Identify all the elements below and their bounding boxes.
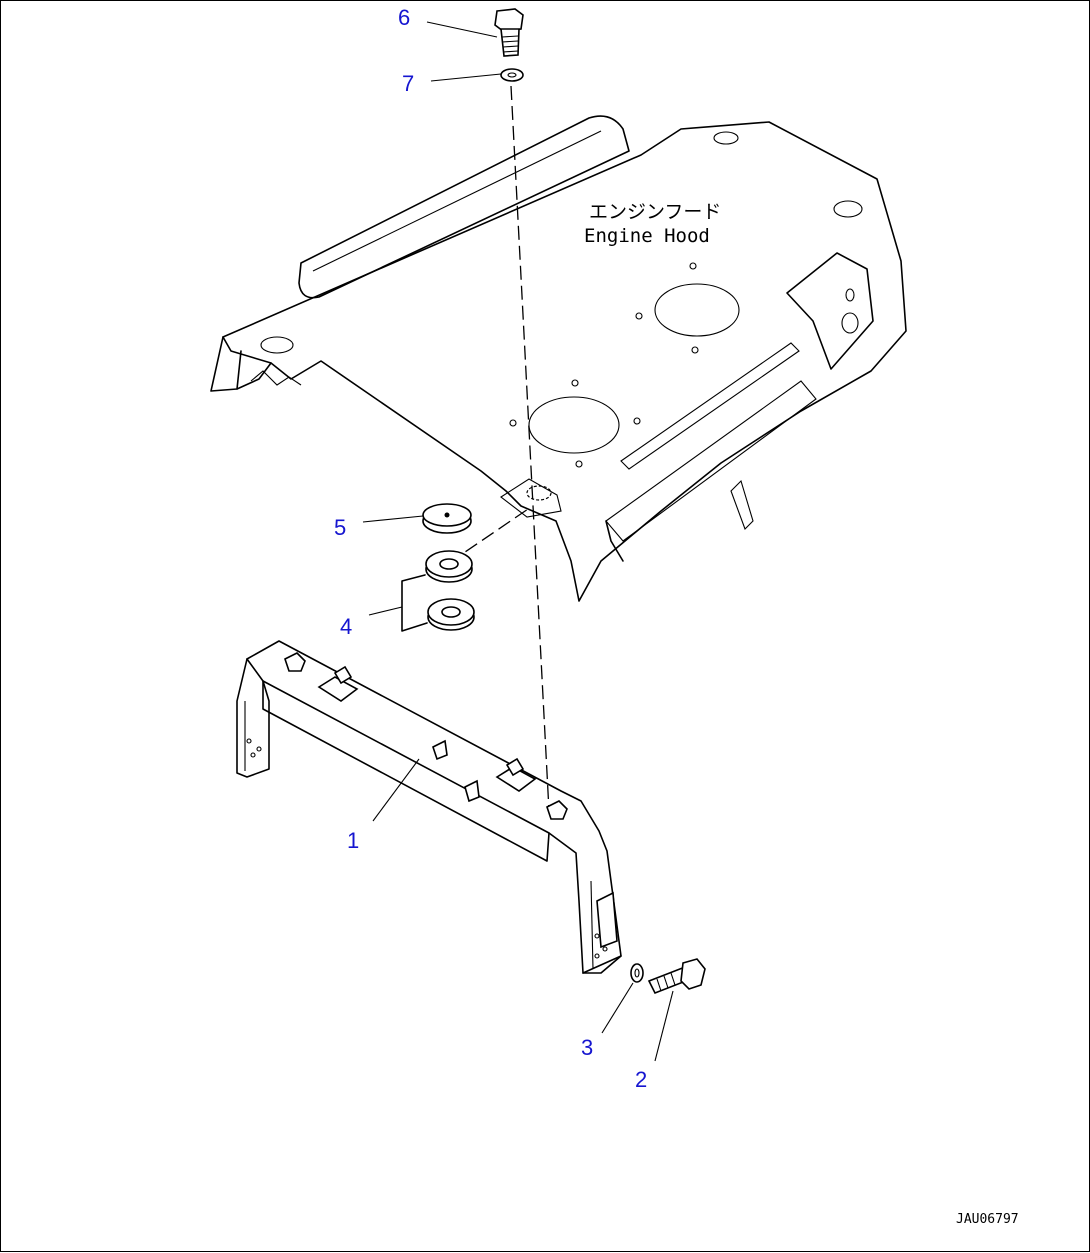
bolt-bottom-part — [647, 958, 706, 995]
callout-5: 5 — [334, 515, 346, 540]
bracket-part — [236, 640, 622, 974]
callout-4: 4 — [340, 614, 352, 639]
washer-axis-line — [448, 506, 532, 564]
lock-washer-part — [630, 963, 644, 983]
hood-label-jp: エンジンフード — [589, 201, 721, 223]
leader-lines — [362, 21, 674, 1062]
callout-1: 1 — [347, 828, 359, 853]
cushion-washer-part — [425, 550, 475, 631]
bolt-axis-line — [510, 85, 550, 812]
callout-2: 2 — [635, 1067, 647, 1092]
flat-washer-part — [422, 503, 472, 534]
drawing-code: JAU06797 — [956, 1212, 1019, 1227]
callout-7: 7 — [402, 71, 414, 96]
washer-top-part — [500, 68, 524, 82]
hood-label-en: Engine Hood — [584, 225, 710, 247]
callout-3: 3 — [581, 1035, 593, 1060]
callout-6: 6 — [398, 5, 410, 30]
bolt-top-part — [494, 8, 524, 57]
engine-hood — [210, 115, 907, 602]
